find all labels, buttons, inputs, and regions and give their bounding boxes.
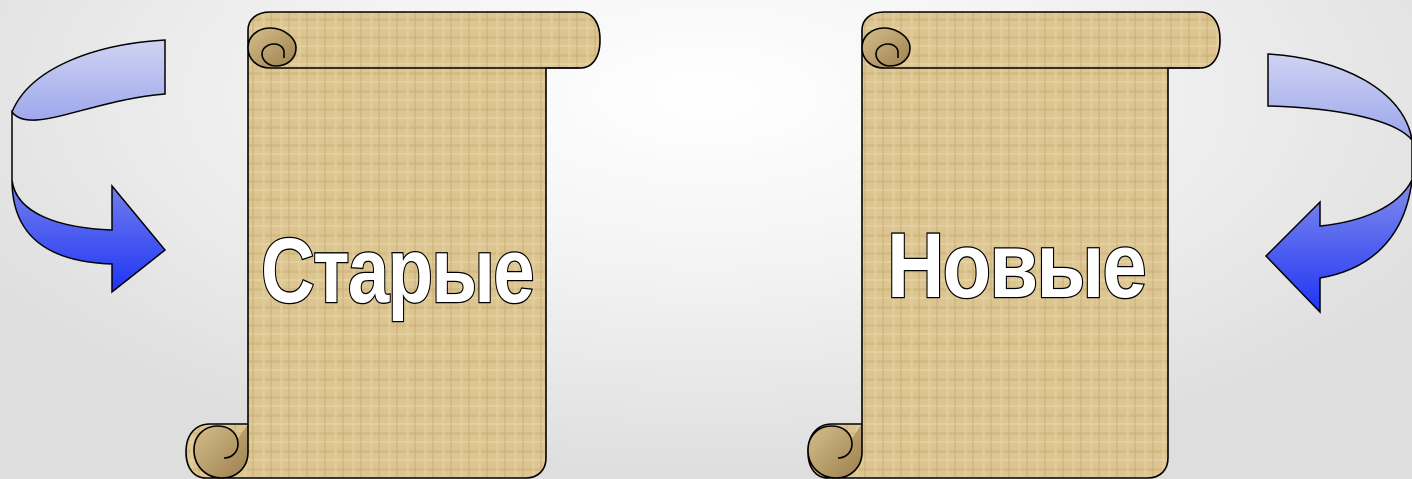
scroll-right: Новые xyxy=(808,12,1220,478)
scroll-left: Старые xyxy=(186,12,600,478)
scroll-left-label: Старые xyxy=(261,220,533,322)
curved-arrow-down-left-icon xyxy=(1266,54,1412,312)
scroll-right-label: Новые xyxy=(887,215,1145,317)
curved-arrow-down-right-icon xyxy=(12,40,165,292)
